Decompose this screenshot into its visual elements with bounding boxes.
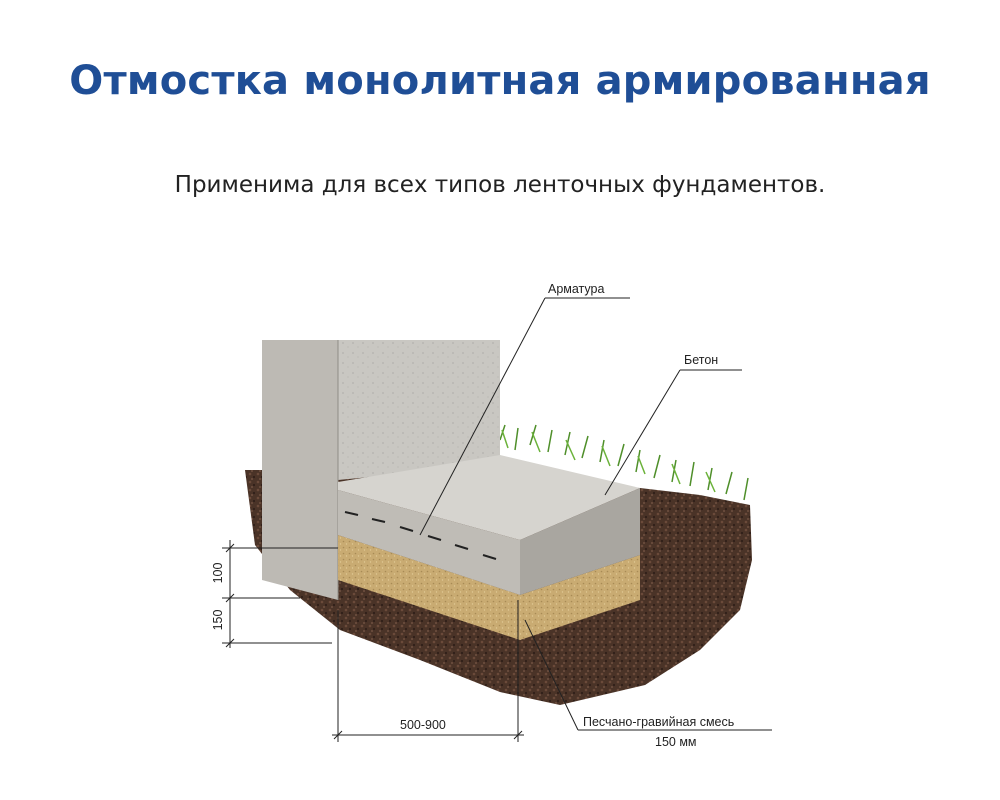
sand-gravel-layer bbox=[338, 535, 640, 640]
dim-width: 500-900 bbox=[400, 718, 446, 732]
dim-concrete-thickness: 100 bbox=[211, 563, 225, 584]
label-gravel-mix-thickness: 150 мм bbox=[655, 735, 697, 749]
concrete-slab-side bbox=[520, 488, 640, 595]
foundation-wall-front bbox=[262, 340, 338, 600]
dim-gravel-thickness: 150 bbox=[211, 610, 225, 631]
label-gravel-mix: Песчано-гравийная смесь bbox=[583, 715, 734, 729]
label-rebar: Арматура bbox=[548, 282, 604, 296]
grass bbox=[499, 424, 749, 501]
rebar-dashes bbox=[344, 511, 497, 560]
foundation-wall-side bbox=[338, 340, 500, 480]
concrete-slab-front bbox=[338, 490, 520, 595]
label-concrete: Бетон bbox=[684, 353, 718, 367]
concrete-slab-top bbox=[338, 455, 640, 540]
horizontal-dimension bbox=[332, 600, 524, 742]
page-title: Отмостка монолитная армированная bbox=[69, 58, 931, 104]
page-subtitle: Применима для всех типов ленточных фунда… bbox=[174, 172, 826, 198]
vertical-dimension bbox=[222, 540, 338, 648]
